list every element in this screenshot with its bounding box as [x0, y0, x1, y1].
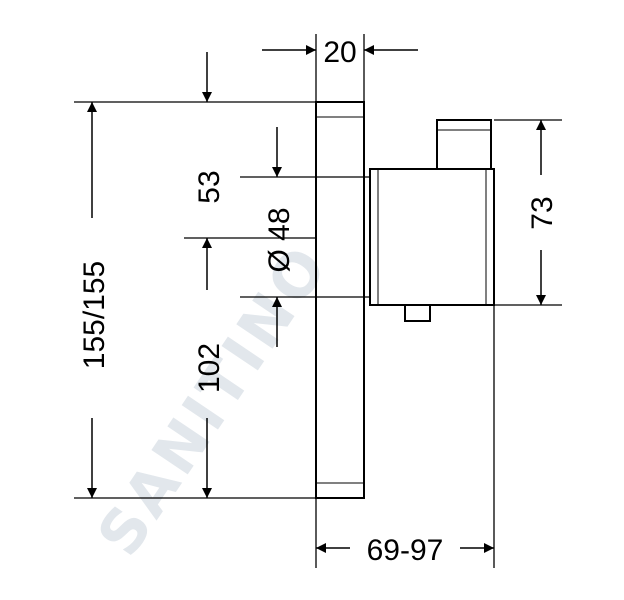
watermark-text: SANITINO — [84, 232, 343, 568]
label-upper-offset: 53 — [193, 170, 226, 203]
label-diameter: Ø 48 — [263, 207, 296, 272]
label-projection: 69-97 — [367, 534, 444, 567]
watermark: SANITINO — [84, 232, 343, 568]
top-cap — [436, 119, 492, 170]
thermostat-body — [369, 168, 495, 306]
wall-plate — [315, 101, 365, 499]
label-lower-offset: 102 — [193, 343, 226, 393]
label-depth-plate: 20 — [323, 36, 356, 69]
extension-lines — [74, 34, 562, 568]
bottom-outlet — [404, 304, 431, 322]
label-body-height: 73 — [526, 196, 559, 229]
dim-total-height — [87, 52, 212, 498]
label-total-height: 155/155 — [78, 261, 111, 369]
